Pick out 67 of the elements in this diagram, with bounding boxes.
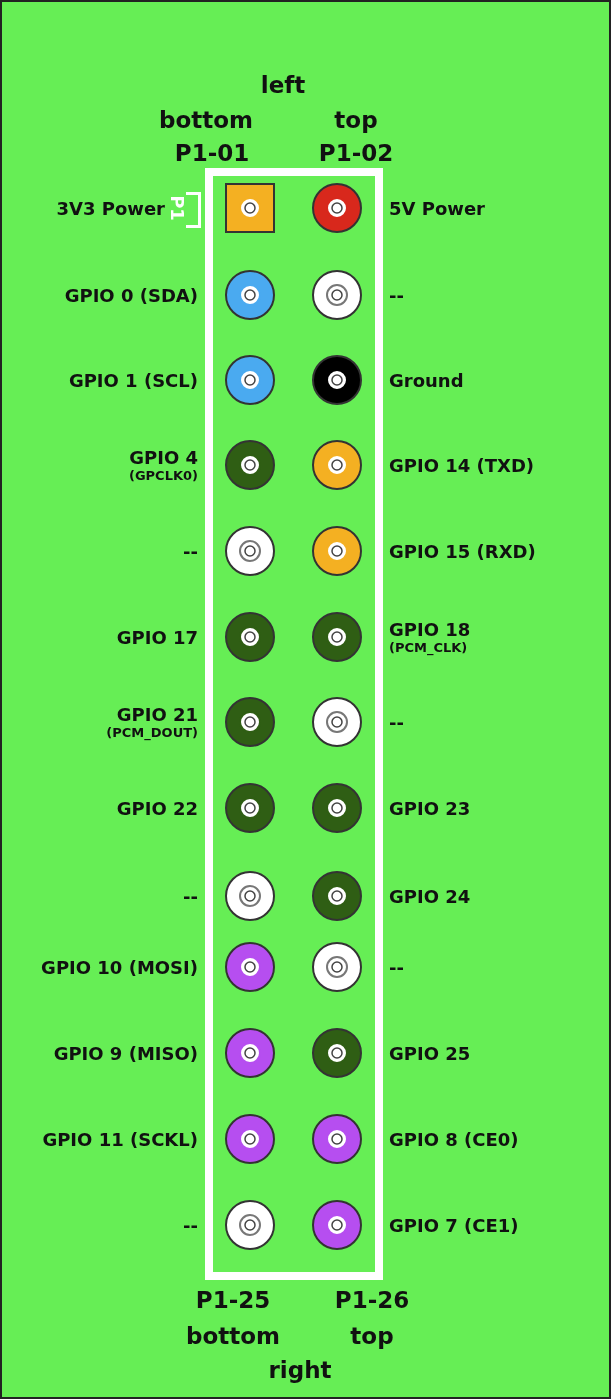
round-pin (224, 696, 276, 748)
round-pin (311, 439, 363, 491)
pin-label: GPIO 8 (CE0) (389, 1128, 519, 1150)
pin-label: 5V Power (389, 197, 485, 219)
pin-label: (PCM_DOUT) (106, 725, 198, 740)
pin-label: -- (389, 711, 404, 733)
pin-label: GPIO 25 (389, 1042, 471, 1064)
header-label: P1 (166, 195, 188, 221)
pin-number-label: P1-01 (174, 140, 250, 166)
pin-label: GPIO 7 (CE1) (389, 1214, 519, 1236)
round-pin (224, 1113, 276, 1165)
pin-label: GPIO 23 (389, 797, 471, 819)
pin-label: (GPCLK0) (128, 468, 198, 483)
round-pin (311, 269, 363, 321)
pin-label: GPIO 24 (389, 885, 471, 907)
pin-label: GPIO 11 (SCKL) (42, 1128, 198, 1150)
round-pin (224, 611, 276, 663)
pin-label: GPIO 0 (SDA) (64, 284, 198, 306)
round-pin (311, 1027, 363, 1079)
pin-number-label: P1-25 (195, 1287, 271, 1313)
round-pin (311, 782, 363, 834)
pin-header (205, 168, 383, 1280)
side-label: top (334, 107, 378, 133)
round-pin (311, 1199, 363, 1251)
pin-number-label: P1-26 (334, 1287, 410, 1313)
round-pin (224, 1199, 276, 1251)
round-pin (224, 870, 276, 922)
pin-label: GPIO 21 (116, 704, 198, 725)
pin-label: GPIO 1 (SCL) (68, 369, 198, 391)
round-pin (311, 941, 363, 993)
round-pin (311, 182, 363, 234)
round-pin (224, 439, 276, 491)
side-label: left (260, 72, 306, 98)
side-label: top (350, 1323, 394, 1349)
pin-label: GPIO 4 (129, 447, 198, 468)
pin-label: GPIO 9 (MISO) (53, 1042, 198, 1064)
pin-label: -- (183, 885, 198, 907)
square-pin (224, 182, 276, 234)
pin-label: GPIO 22 (116, 797, 198, 819)
pin-label: Ground (389, 369, 464, 391)
pin-label: -- (389, 284, 404, 306)
pin-label: -- (183, 1214, 198, 1236)
round-pin (311, 1113, 363, 1165)
pin-label: GPIO 18 (389, 619, 471, 640)
pin-label: GPIO 17 (116, 626, 198, 648)
round-pin (224, 782, 276, 834)
round-pin (311, 696, 363, 748)
round-pin (311, 525, 363, 577)
round-pin (224, 269, 276, 321)
pin-label: -- (389, 956, 404, 978)
round-pin (224, 354, 276, 406)
pin-number-label: P1-02 (318, 140, 394, 166)
round-pin (311, 611, 363, 663)
pin-label: 3V3 Power (56, 197, 165, 219)
round-pin (311, 870, 363, 922)
round-pin (311, 354, 363, 406)
pin-label: (PCM_CLK) (389, 640, 468, 655)
pin-label: GPIO 10 (MOSI) (41, 956, 198, 978)
side-label: bottom (159, 107, 253, 133)
pin-label: GPIO 14 (TXD) (389, 454, 535, 476)
side-label: right (268, 1357, 332, 1383)
round-pin (224, 941, 276, 993)
side-label: bottom (186, 1323, 280, 1349)
round-pin (224, 1027, 276, 1079)
pin-label: GPIO 15 (RXD) (389, 540, 536, 562)
round-pin (224, 525, 276, 577)
pin-label: -- (183, 540, 198, 562)
